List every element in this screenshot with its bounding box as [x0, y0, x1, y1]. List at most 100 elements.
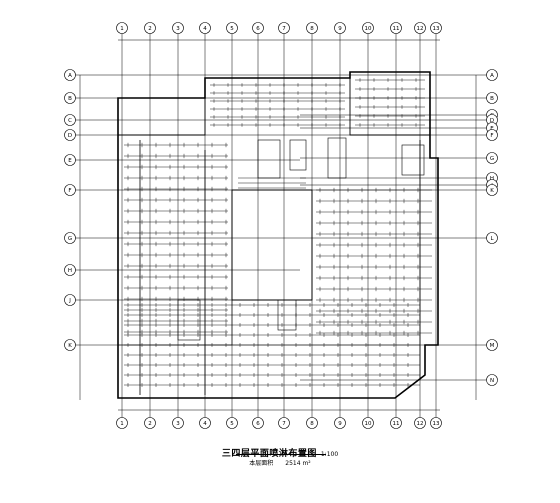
axis-bubble-right: B: [486, 92, 498, 104]
axis-bubble-left: B: [64, 92, 76, 104]
svg-text:E: E: [490, 126, 494, 132]
svg-text:E: E: [68, 158, 72, 164]
svg-text:10: 10: [365, 26, 372, 32]
svg-text:13: 13: [433, 26, 440, 32]
axis-bubble-left: E: [64, 154, 76, 166]
svg-text:5: 5: [230, 421, 234, 427]
sprinkler-pipe-network: [124, 78, 432, 395]
svg-text:8: 8: [310, 421, 314, 427]
svg-text:G: G: [490, 156, 494, 162]
axis-bubble-bottom: 10: [362, 417, 374, 429]
svg-text:F: F: [490, 133, 493, 139]
axis-bubble-bottom: 11: [390, 417, 402, 429]
svg-text:4: 4: [203, 26, 207, 32]
axis-bubble-left: H: [64, 264, 76, 276]
axis-bubble-bottom: 7: [278, 417, 290, 429]
svg-text:11: 11: [393, 421, 400, 427]
svg-text:7: 7: [282, 421, 286, 427]
axis-bubble-top: 7: [278, 22, 290, 34]
axis-bubble-top: 3: [172, 22, 184, 34]
svg-text:A: A: [490, 73, 494, 79]
axis-bubble-right: L: [486, 232, 498, 244]
svg-text:D: D: [490, 118, 494, 124]
axis-bubble-top: 2: [144, 22, 156, 34]
svg-text:9: 9: [338, 421, 342, 427]
stair-cores: [177, 137, 425, 341]
svg-text:4: 4: [203, 421, 207, 427]
svg-text:M: M: [490, 343, 495, 349]
svg-text:K: K: [68, 343, 72, 349]
svg-text:8: 8: [310, 26, 314, 32]
axis-bubble-right: M: [486, 339, 498, 351]
axis-bubble-left: K: [64, 339, 76, 351]
svg-text:L: L: [490, 236, 494, 242]
svg-text:B: B: [490, 96, 494, 102]
axis-bubble-left: G: [64, 232, 76, 244]
svg-text:6: 6: [256, 26, 260, 32]
area-value: 2514 m²: [285, 460, 311, 467]
axis-bubble-right: K: [486, 184, 498, 196]
axis-bubble-top: 4: [199, 22, 211, 34]
axis-bubble-top: 6: [252, 22, 264, 34]
axis-bubble-left: C: [64, 114, 76, 126]
axis-bubble-top: 9: [334, 22, 346, 34]
axis-bubble-bottom: 12: [414, 417, 426, 429]
svg-text:A: A: [68, 73, 72, 79]
axis-bubble-right: D: [486, 114, 498, 126]
svg-text:F: F: [68, 188, 71, 194]
svg-text:B: B: [68, 96, 72, 102]
axis-bubble-top: 5: [226, 22, 238, 34]
axis-bubble-bottom: 2: [144, 417, 156, 429]
axis-labels-left: A B C D E F G H J K: [64, 69, 76, 351]
svg-text:2: 2: [148, 26, 152, 32]
svg-text:12: 12: [417, 421, 424, 427]
svg-text:3: 3: [176, 26, 180, 32]
svg-text:G: G: [68, 236, 72, 242]
axis-bubble-right: A: [486, 69, 498, 81]
svg-text:1: 1: [120, 421, 124, 427]
svg-text:K: K: [490, 188, 494, 194]
svg-text:D: D: [68, 133, 72, 139]
area-label: 本层面积: [249, 460, 274, 467]
svg-text:9: 9: [338, 26, 342, 32]
axis-bubble-top: 8: [306, 22, 318, 34]
axis-bubble-bottom: 3: [172, 417, 184, 429]
axis-bubble-bottom: 1: [116, 417, 128, 429]
svg-text:C: C: [68, 118, 72, 124]
svg-text:12: 12: [417, 26, 424, 32]
axis-bubble-bottom: 6: [252, 417, 264, 429]
title-underline: [236, 454, 326, 455]
axis-grid-lines: [70, 28, 492, 420]
svg-text:10: 10: [365, 421, 372, 427]
axis-bubble-right: N: [486, 374, 498, 386]
axis-bubble-top: 11: [390, 22, 402, 34]
area-note: 本层面积 2514 m²: [0, 458, 560, 467]
svg-text:J: J: [68, 298, 71, 304]
axis-bubble-left: J: [64, 294, 76, 306]
svg-text:6: 6: [256, 421, 260, 427]
axis-bubble-top: 1: [116, 22, 128, 34]
svg-text:1: 1: [120, 26, 124, 32]
axis-bubble-top: 10: [362, 22, 374, 34]
svg-text:7: 7: [282, 26, 286, 32]
axis-bubble-top: 12: [414, 22, 426, 34]
svg-text:2: 2: [148, 421, 152, 427]
drawing-scale: 1:100: [320, 451, 339, 458]
svg-text:13: 13: [433, 421, 440, 427]
axis-labels-right: ABCDEFGHJKLMN: [486, 69, 498, 386]
svg-text:3: 3: [176, 421, 180, 427]
axis-bubble-bottom: 8: [306, 417, 318, 429]
axis-bubble-bottom: 13: [430, 417, 442, 429]
axis-bubble-left: D: [64, 129, 76, 141]
axis-bubble-left: A: [64, 69, 76, 81]
axis-bubble-bottom: 9: [334, 417, 346, 429]
axis-bubble-left: F: [64, 184, 76, 196]
axis-bubble-bottom: 5: [226, 417, 238, 429]
svg-text:H: H: [68, 268, 72, 274]
axis-bubble-right: G: [486, 152, 498, 164]
svg-text:H: H: [490, 176, 494, 182]
axis-bubble-top: 13: [430, 22, 442, 34]
